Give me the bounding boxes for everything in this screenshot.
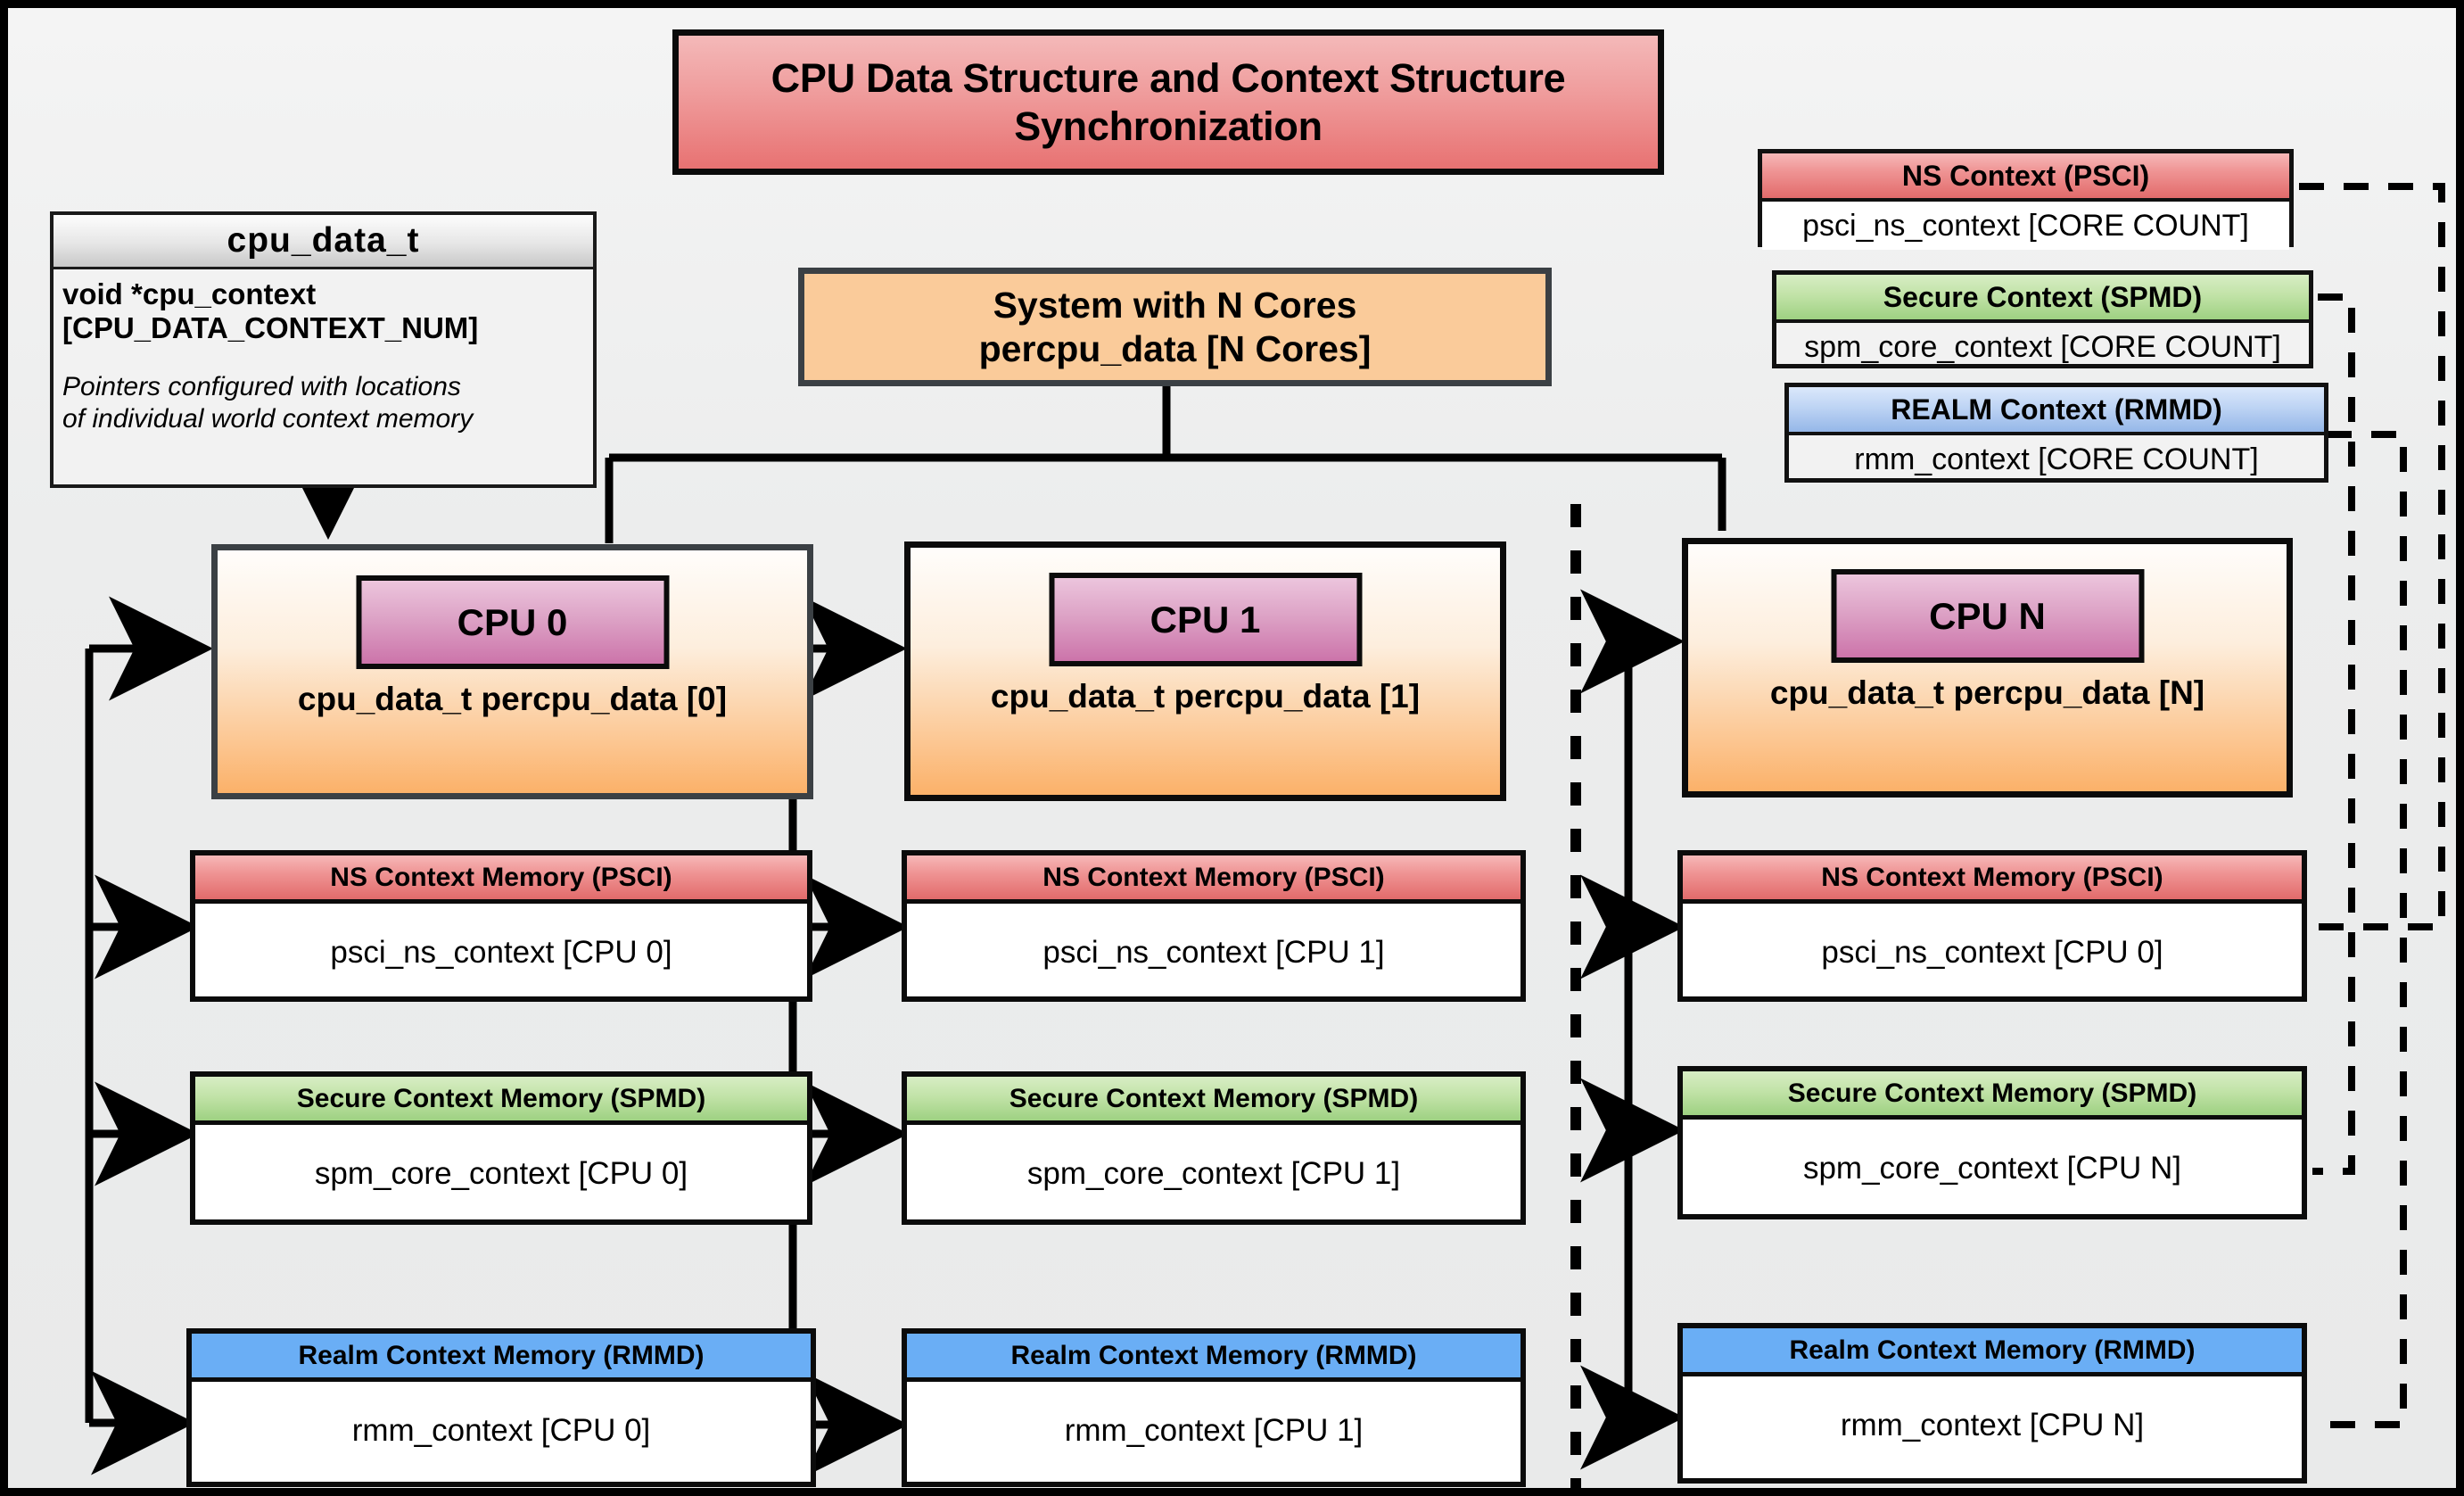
cpu-0-percpu-label: cpu_data_t percpu_data [0] [297, 681, 728, 717]
wire-cpuN-bus [1580, 589, 1685, 1470]
cpu-0-secure-context-memory: Secure Context Memory (SPMD) spm_core_co… [190, 1071, 812, 1225]
global-secure-context-header: Secure Context (SPMD) [1776, 275, 2309, 323]
cpu-n-secure-context-value: spm_core_context [CPU N] [1802, 1151, 2182, 1186]
cpu-n-ns-context-memory: NS Context Memory (PSCI) psci_ns_context… [1677, 850, 2307, 1002]
cpu-n-ns-context-header: NS Context Memory (PSCI) [1683, 855, 2302, 904]
cpu-1-realm-context-header: Realm Context Memory (RMMD) [907, 1334, 1520, 1382]
cpu-0-secure-context-header: Secure Context Memory (SPMD) [195, 1077, 807, 1125]
global-secure-context-value: spm_core_context [CORE COUNT] [1804, 329, 2281, 364]
cpu-n-ns-context-value: psci_ns_context [CPU 0] [1821, 935, 2163, 970]
cpu-1-ns-context-value: psci_ns_context [CPU 1] [1042, 935, 1385, 970]
cpu-1-percpu-label: cpu_data_t percpu_data [1] [990, 678, 1421, 715]
system-box: System with N Cores percpu_data [N Cores… [798, 268, 1552, 386]
cpu-1-secure-context-memory: Secure Context Memory (SPMD) spm_core_co… [902, 1071, 1526, 1225]
cpu-data-t-header: cpu_data_t [54, 215, 593, 269]
cpu-0-ns-context-memory: NS Context Memory (PSCI) psci_ns_context… [190, 850, 812, 1002]
cpu-1-secure-context-value: spm_core_context [CPU 1] [1026, 1156, 1401, 1191]
system-line-2: percpu_data [N Cores] [978, 327, 1372, 369]
cpu-0-box: CPU 0 cpu_data_t percpu_data [0] [211, 544, 813, 799]
page-title: CPU Data Structure and Context Structure… [771, 55, 1566, 149]
global-realm-context-header: REALM Context (RMMD) [1789, 387, 2324, 435]
cpu-n-realm-context-header: Realm Context Memory (RMMD) [1683, 1328, 2302, 1376]
cpu-data-t-body: void *cpu_context[CPU_DATA_CONTEXT_NUM] … [54, 269, 593, 435]
cpu-1-secure-context-header: Secure Context Memory (SPMD) [907, 1077, 1520, 1125]
cpu-1-ns-context-memory: NS Context Memory (PSCI) psci_ns_context… [902, 850, 1526, 1002]
cpu-n-realm-context-memory: Realm Context Memory (RMMD) rmm_context … [1677, 1323, 2307, 1484]
cpu-1-ns-context-header: NS Context Memory (PSCI) [907, 855, 1520, 904]
system-box-text: System with N Cores percpu_data [N Cores… [979, 284, 1372, 370]
cpu-data-t-struct-box: cpu_data_t void *cpu_context[CPU_DATA_CO… [50, 211, 597, 488]
global-ns-context-value: psci_ns_context [CORE COUNT] [1762, 202, 2289, 250]
wire-cpu0-bus [85, 596, 213, 1475]
cpu-n-percpu-label: cpu_data_t percpu_data [N] [1769, 674, 2205, 711]
cpu-0-ns-context-value: psci_ns_context [CPU 0] [330, 935, 672, 970]
cpu-n-realm-context-value: rmm_context [CPU N] [1840, 1408, 2145, 1442]
cpu-0-ns-context-header: NS Context Memory (PSCI) [195, 855, 807, 904]
cpu-n-chip-label: CPU N [1831, 569, 2144, 663]
diagram-title: CPU Data Structure and Context Structure… [672, 29, 1664, 175]
cpu-n-box: CPU N cpu_data_t percpu_data [N] [1682, 538, 2293, 798]
cpu-1-chip-label: CPU 1 [1049, 573, 1362, 666]
cpu-n-secure-context-memory: Secure Context Memory (SPMD) spm_core_co… [1677, 1066, 2307, 1219]
cpu-0-realm-context-value: rmm_context [CPU 0] [351, 1413, 651, 1448]
cpu-n-secure-context-header: Secure Context Memory (SPMD) [1683, 1071, 2302, 1120]
cpu-1-realm-context-memory: Realm Context Memory (RMMD) rmm_context … [902, 1328, 1526, 1487]
global-secure-context-box: Secure Context (SPMD) spm_core_context [… [1772, 270, 2313, 368]
global-realm-context-box: REALM Context (RMMD) rmm_context [CORE C… [1784, 383, 2328, 483]
system-line-1: System with N Cores [993, 285, 1357, 326]
wire-global-ns-link [2299, 183, 2445, 930]
global-ns-context-header: NS Context (PSCI) [1762, 153, 2289, 202]
wire-system-tree [605, 379, 1726, 543]
cpu-data-t-field: void *cpu_context[CPU_DATA_CONTEXT_NUM] [62, 277, 479, 344]
cpu-0-realm-context-header: Realm Context Memory (RMMD) [192, 1334, 811, 1382]
global-realm-context-value: rmm_context [CORE COUNT] [1854, 442, 2259, 476]
cpu-1-box: CPU 1 cpu_data_t percpu_data [1] [904, 541, 1506, 801]
cpu-0-secure-context-value: spm_core_context [CPU 0] [314, 1156, 688, 1191]
global-ns-context-box: NS Context (PSCI) psci_ns_context [CORE … [1758, 149, 2294, 250]
cpu-0-chip-label: CPU 0 [356, 575, 669, 669]
cpu-1-realm-context-value: rmm_context [CPU 1] [1064, 1413, 1364, 1448]
cpu-0-realm-context-memory: Realm Context Memory (RMMD) rmm_context … [186, 1328, 816, 1487]
wire-global-realm-link [2312, 431, 2407, 1428]
